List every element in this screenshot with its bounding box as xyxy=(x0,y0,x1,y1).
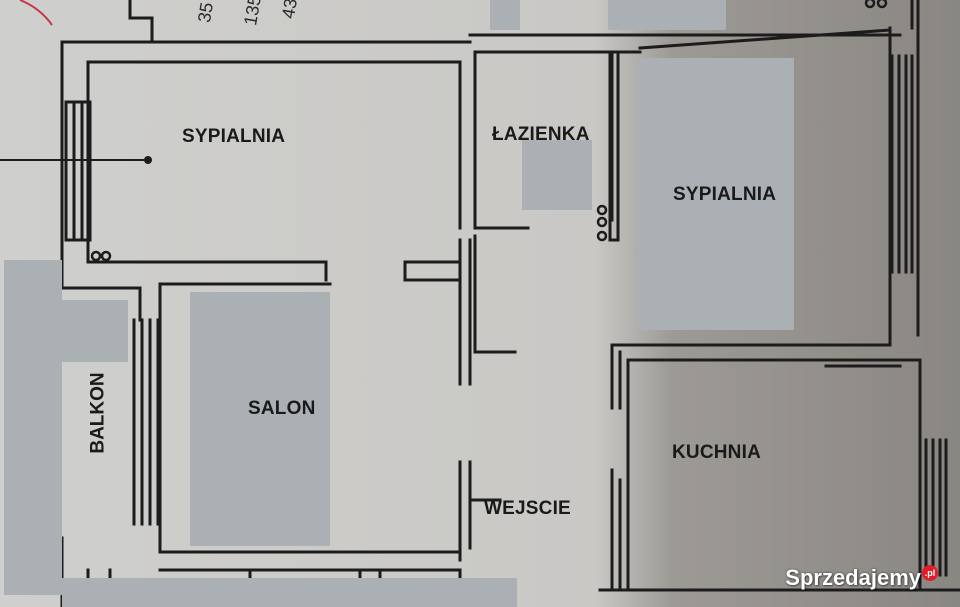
watermark-tld: .pl xyxy=(922,565,938,581)
room-label-balcony: BALKON xyxy=(87,372,109,454)
watermark-brand: Sprzedajemy xyxy=(785,565,921,590)
redaction-blocks xyxy=(4,0,794,607)
room-label-kitchen: KUCHNIA xyxy=(672,442,762,463)
watermark-logo: Sprzedajemy.pl xyxy=(785,565,938,591)
room-label-bedroom-right: SYPIALNIA xyxy=(673,184,777,205)
room-label-living-room: SALON xyxy=(248,398,316,419)
room-label-entrance: WEJSCIE xyxy=(484,498,571,519)
dimension-43: 43 xyxy=(277,0,302,21)
room-label-bathroom: ŁAZIENKA xyxy=(492,124,590,145)
room-label-bedroom-left: SYPIALNIA xyxy=(182,126,286,147)
wiring-point xyxy=(144,156,152,164)
dimension-35: 35 xyxy=(193,0,218,25)
fixtures xyxy=(90,0,888,262)
pencil-mark xyxy=(19,0,53,26)
